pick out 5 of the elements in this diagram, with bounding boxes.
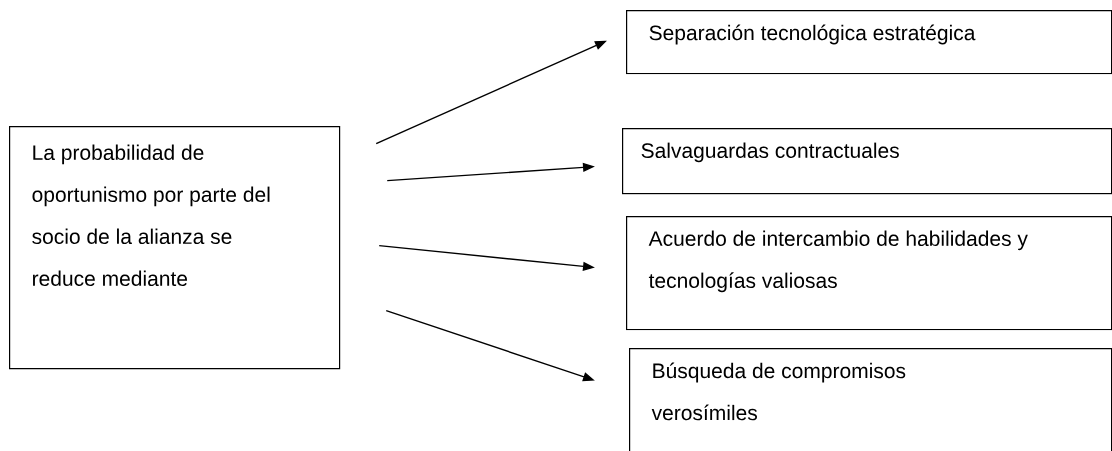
text-box: Separación tecnológica estratégica <box>626 10 1112 75</box>
text-box: Salvaguardas contractuales <box>622 128 1112 195</box>
text-box: La probabilidad de oportunismo por parte del socio de la alianza se reduce mediante <box>9 126 341 370</box>
text-box: Búsqueda de compromisos verosímiles <box>629 348 1112 451</box>
text-box: Acuerdo de intercambio de habilidades y tecnologías valiosas <box>626 216 1112 331</box>
